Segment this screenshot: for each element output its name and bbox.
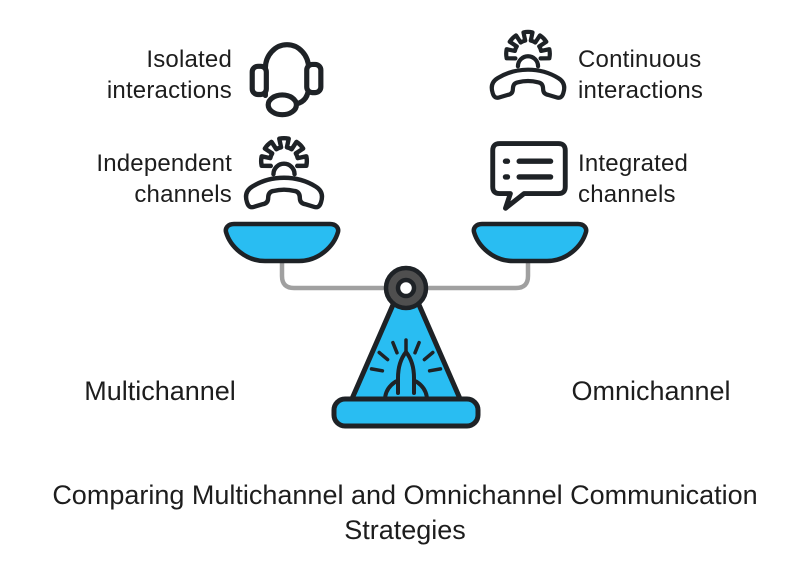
balance-scale (223, 221, 589, 429)
phone-gear-icon (243, 135, 325, 210)
label-line: Integrated (578, 150, 689, 177)
label-omnichannel: Omnichannel (571, 376, 731, 406)
caption-line-2: Strategies (344, 515, 466, 545)
label-integrated-channels: Integrated channels (578, 148, 798, 210)
beacon-icon (369, 338, 443, 402)
label-line: channels (134, 181, 232, 208)
scale-base (331, 396, 481, 429)
scale-pivot (383, 265, 429, 311)
label-multichannel: Multichannel (84, 376, 236, 406)
headset-icon (249, 42, 324, 118)
label-independent-channels: Independent channels (0, 148, 232, 210)
phone-gear-icon (489, 29, 567, 100)
caption: Comparing Multichannel and Omnichannel C… (0, 478, 810, 548)
label-line: Isolated (146, 46, 232, 73)
label-line: interactions (106, 77, 232, 104)
scale-pan-left (223, 221, 341, 264)
label-line: interactions (578, 77, 704, 104)
label-line: Continuous (578, 46, 702, 73)
label-line: Independent (96, 150, 232, 177)
scale-pan-right (471, 221, 589, 264)
label-isolated-interactions: Isolated interactions (0, 44, 232, 106)
caption-line-1: Comparing Multichannel and Omnichannel C… (52, 480, 758, 510)
chat-list-icon (490, 141, 568, 211)
label-line: channels (578, 181, 676, 208)
label-continuous-interactions: Continuous interactions (578, 44, 798, 106)
